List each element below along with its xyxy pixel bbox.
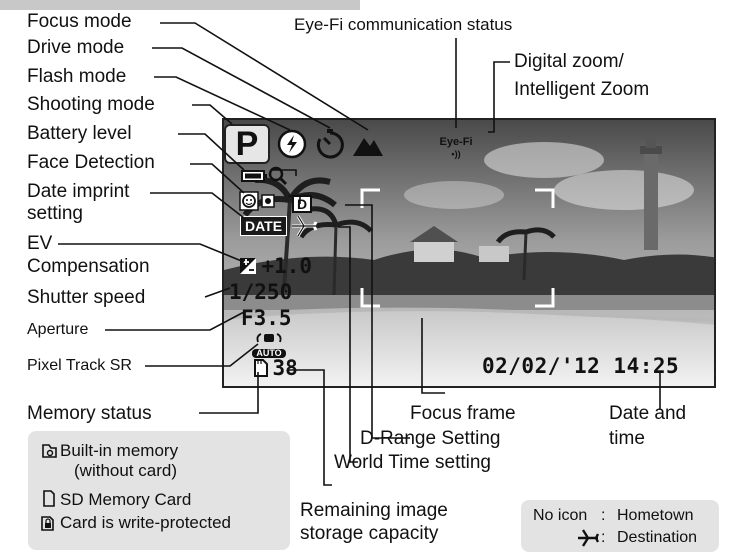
flash-off-icon	[277, 129, 307, 159]
focus-frame	[360, 188, 555, 308]
label-drive-mode: Drive mode	[27, 37, 125, 58]
separator-2: :	[601, 529, 606, 546]
label-date-imprint-line2: setting	[27, 203, 83, 224]
shutter-speed-readout: 1/250	[229, 280, 293, 304]
zoom-magnifier-icon	[268, 166, 288, 186]
eyefi-icon: Eye-Fi •))	[439, 136, 473, 159]
label-face-detection: Face Detection	[27, 152, 155, 173]
sd-card-icon	[254, 359, 268, 377]
label-ev-line1: EV	[27, 233, 53, 254]
label-remaining-line1: Remaining image	[300, 500, 448, 521]
self-timer-icon	[316, 129, 344, 159]
landscape-focus-icon	[353, 138, 383, 156]
date-imprint-badge: DATE	[240, 216, 288, 236]
label-date-time-line2: time	[609, 428, 645, 449]
airplane-icon	[292, 215, 318, 237]
separator-1: :	[601, 507, 606, 524]
destination-airplane-icon	[578, 529, 599, 547]
label-shooting-mode: Shooting mode	[27, 94, 155, 115]
built-in-memory-icon	[42, 444, 57, 458]
date-time-readout: 02/02/'12 14:25	[482, 354, 680, 378]
aperture-readout: F3.5	[241, 306, 292, 330]
label-memory-status: Memory status	[27, 403, 152, 424]
memory-status-panel: Built-in memory (without card) SD Memory…	[28, 431, 290, 550]
face-detection-icon	[239, 191, 275, 211]
label-shutter-speed: Shutter speed	[27, 287, 146, 308]
label-digital-zoom-line1: Digital zoom/	[514, 51, 624, 72]
label-date-time-line1: Date and	[609, 403, 687, 424]
sd-memory-card-icon	[43, 490, 55, 507]
write-protected-text: Card is write-protected	[60, 513, 232, 532]
write-protected-icon	[41, 516, 54, 531]
shake-hand-icon	[256, 333, 282, 343]
hometown-label: Hometown	[617, 507, 694, 524]
world-time-legend-panel: No icon : Hometown : Destination	[521, 500, 719, 552]
shooting-mode-icon: P	[224, 124, 270, 164]
label-ev-line2: Compensation	[27, 256, 150, 277]
builtin-memory-line2: (without card)	[74, 461, 177, 480]
pixel-track-sr-icon: AUTO	[252, 331, 286, 358]
label-digital-zoom-line2: Intelligent Zoom	[514, 79, 650, 100]
label-date-imprint-line1: Date imprint	[27, 181, 130, 202]
header-bar	[0, 0, 360, 10]
ev-compensation-readout: +1.0	[239, 254, 312, 278]
label-focus-frame: Focus frame	[410, 403, 516, 424]
label-world-time: World Time setting	[334, 452, 491, 473]
builtin-memory-line1: Built-in memory	[60, 441, 179, 460]
label-battery-level: Battery level	[27, 123, 132, 144]
sd-card-text: SD Memory Card	[60, 490, 192, 509]
battery-icon	[241, 170, 267, 182]
no-icon-label: No icon	[533, 507, 588, 524]
label-pixel-track-sr: Pixel Track SR	[27, 357, 132, 374]
label-eyefi-status: Eye-Fi communication status	[294, 15, 513, 34]
label-flash-mode: Flash mode	[27, 66, 127, 87]
label-aperture: Aperture	[27, 321, 89, 338]
d-range-icon: D	[292, 195, 312, 213]
label-remaining-line2: storage capacity	[300, 523, 439, 544]
label-d-range: D-Range Setting	[360, 428, 501, 449]
label-focus-mode: Focus mode	[27, 11, 132, 32]
destination-label: Destination	[617, 529, 698, 546]
ev-icon	[240, 258, 256, 274]
remaining-capacity-readout: 38	[252, 356, 298, 380]
